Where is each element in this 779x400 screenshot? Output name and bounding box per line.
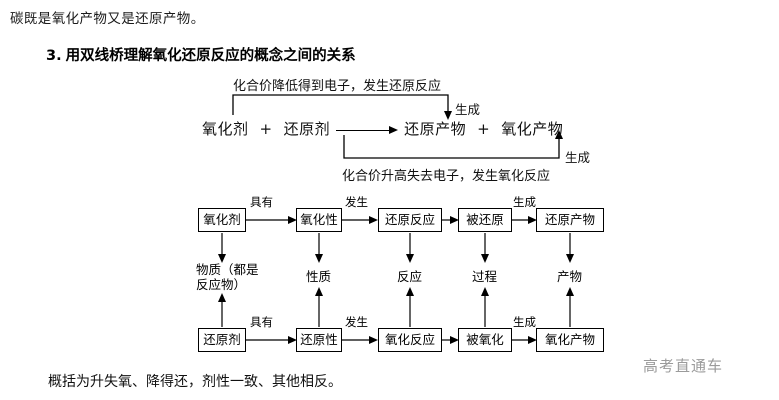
section-title: 用双线桥理解氧化还原反应的概念之间的关系 (65, 48, 356, 64)
flow-edge-label-bottom-2: 发生 (345, 315, 368, 329)
flow-middle-label-1: 物质（都是 反应物） (196, 262, 259, 292)
flow-middle-label-4: 过程 (472, 269, 498, 284)
summary-text: 概括为升失氧、降得还，剂性一致、其他相反。 (48, 374, 342, 390)
equation-oxidizing-agent: 氧化剂 (202, 120, 249, 138)
equation-reducing-agent: 还原剂 (283, 120, 331, 138)
flow-box-top-1[interactable]: 氧化剂 (198, 208, 246, 232)
equation-reduction-product: 还原产物 (404, 120, 467, 138)
flow-edge-label-top-1: 具有 (250, 195, 273, 209)
section-heading: 3.用双线桥理解氧化还原反应的概念之间的关系 (46, 44, 356, 65)
flow-middle-label-1-line2: 反应物） (196, 277, 247, 292)
equation-plus-2: + (477, 120, 491, 138)
double-bridge-diagram: 化合价降低得到电子，发生还原反应 生成 氧化剂+还原剂还原产物+氧化产物 生成 … (0, 75, 779, 185)
flow-edge-label-top-2: 发生 (345, 195, 368, 209)
flow-box-top-3[interactable]: 还原反应 (378, 208, 442, 232)
bridge-top-generate-label: 生成 (455, 102, 481, 117)
bridge-bottom-generate-label: 生成 (565, 150, 591, 165)
flow-edge-label-bottom-1: 具有 (250, 315, 273, 329)
reaction-arrow-icon (336, 125, 399, 135)
flow-middle-label-3: 反应 (397, 269, 423, 284)
flow-box-top-5[interactable]: 还原产物 (536, 208, 604, 232)
intro-text: 碳既是氧化产物又是还原产物。 (10, 11, 205, 27)
bridge-top-label: 化合价降低得到电子，发生还原反应 (233, 79, 442, 94)
flow-connector-lines (218, 216, 574, 344)
section-number: 3. (46, 48, 62, 64)
flow-box-bottom-3[interactable]: 氧化反应 (378, 328, 442, 352)
flow-middle-label-1-line1: 物质（都是 (196, 262, 259, 277)
flow-box-bottom-1[interactable]: 还原剂 (198, 328, 246, 352)
flow-box-top-2[interactable]: 氧化性 (296, 208, 342, 232)
equation-plus-1: + (259, 120, 273, 138)
redox-equation: 氧化剂 + 还原剂 还原产物 + 氧化产物 (202, 118, 563, 139)
flow-box-top-4[interactable]: 被还原 (458, 208, 512, 232)
flow-box-bottom-4[interactable]: 被氧化 (458, 328, 512, 352)
bridge-connector-lines (232, 94, 563, 159)
flow-edge-label-bottom-4: 生成 (513, 315, 536, 329)
flow-middle-label-5: 产物 (557, 269, 583, 284)
bridge-bottom-label: 化合价升高失去电子，发生氧化反应 (342, 169, 551, 184)
equation-oxidation-product: 氧化产物 (501, 120, 564, 138)
flow-box-bottom-5[interactable]: 氧化产物 (536, 328, 604, 352)
flow-middle-label-2: 性质 (306, 269, 332, 284)
concept-flow-chart: 氧化剂 氧化性 还原反应 被还原 还原产物 具有 发生 生成 物质（都是 反应物… (0, 195, 779, 356)
flow-box-bottom-2[interactable]: 还原性 (296, 328, 342, 352)
watermark-label: 高考直通车 (643, 357, 724, 375)
flow-edge-label-top-4: 生成 (513, 195, 536, 209)
